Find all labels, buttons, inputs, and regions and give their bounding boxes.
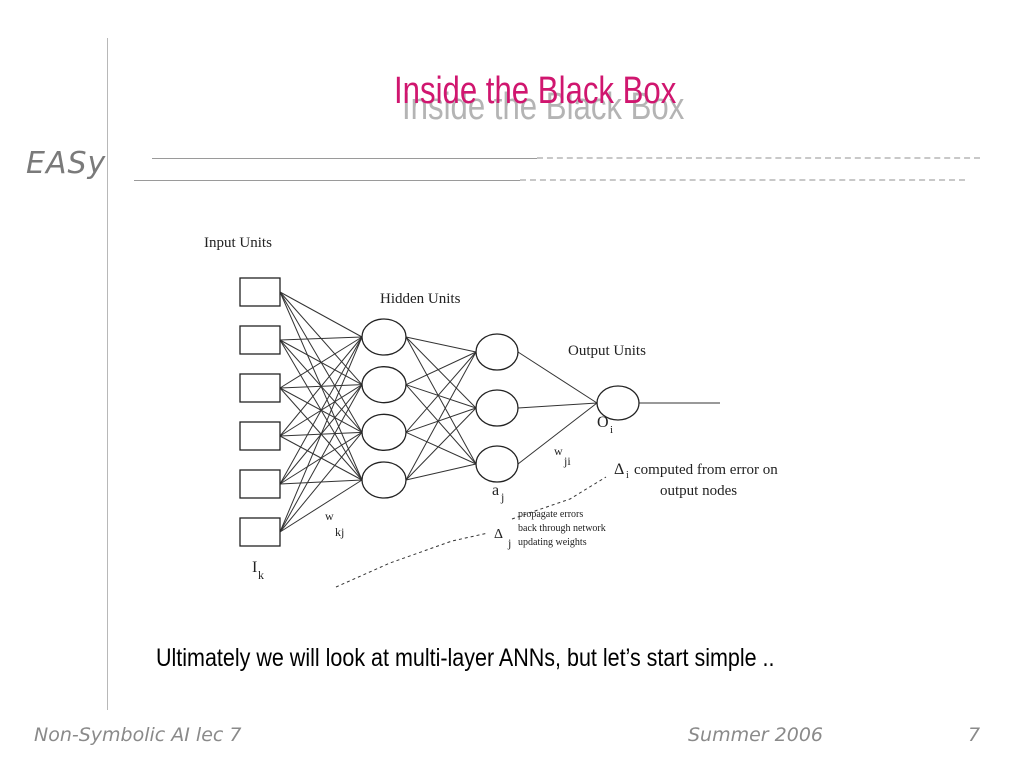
output-units-label: Output Units — [568, 343, 646, 359]
backprop-arrow-lower — [335, 532, 489, 588]
hidden-hidden-connection — [405, 407, 477, 433]
connection-lines — [279, 291, 720, 533]
input-unit — [239, 421, 281, 451]
weight-ji-symbol: w — [554, 444, 563, 458]
hidden-symbol-subscript: j — [500, 490, 504, 504]
footer-course: Non-Symbolic AI lec 7 — [34, 724, 242, 746]
hidden-output-connection — [517, 402, 598, 465]
input-hidden-connection — [279, 336, 363, 533]
hidden-hidden-connection — [405, 336, 477, 409]
hidden-output-connection — [517, 402, 598, 409]
output-symbol: O — [597, 414, 609, 431]
hidden-hidden-connection — [405, 463, 477, 481]
propagate-note-line-2: back through network — [518, 523, 606, 534]
brand-logo: EASy — [26, 146, 107, 181]
hidden-hidden-connection — [405, 336, 477, 353]
header-dash-bottom — [520, 179, 965, 181]
hidden-output-connection — [517, 351, 598, 404]
weight-kj-symbol: w — [325, 509, 334, 523]
hidden-unit-layer-1 — [361, 366, 407, 404]
input-unit — [239, 469, 281, 499]
left-vertical-rule — [107, 38, 108, 710]
output-unit — [596, 385, 640, 421]
input-units-label: Input Units — [204, 235, 272, 251]
input-unit — [239, 517, 281, 547]
input-hidden-connection — [279, 432, 363, 533]
hidden-unit-layer-1 — [361, 318, 407, 356]
hidden-hidden-connection — [405, 384, 477, 409]
input-hidden-connection — [279, 336, 363, 485]
input-unit — [239, 325, 281, 355]
hidden-unit-layer-1 — [361, 461, 407, 499]
propagate-note-line-3: updating weights — [518, 537, 587, 548]
output-symbol-subscript: i — [610, 424, 613, 436]
delta-j-subscript: j — [507, 536, 511, 550]
input-hidden-connection — [279, 336, 363, 437]
delta-i-note-line-2: output nodes — [660, 483, 737, 499]
hidden-units-label: Hidden Units — [380, 291, 461, 307]
header-rule-top — [152, 158, 537, 159]
hidden-unit-layer-2 — [475, 389, 519, 427]
hidden-hidden-connection — [405, 431, 477, 465]
hidden-unit-layer-2 — [475, 445, 519, 483]
footer-page-number: 7 — [968, 724, 981, 746]
slide-caption: Ultimately we will look at multi-layer A… — [156, 644, 775, 672]
input-unit — [239, 373, 281, 403]
footer-term: Summer 2006 — [688, 724, 824, 746]
slide-title-shadow: Inside the Black Box — [402, 86, 685, 128]
hidden-hidden-connection — [405, 407, 477, 481]
input-hidden-connection — [279, 336, 363, 341]
header-dash-top — [537, 157, 980, 159]
hidden-unit-layer-2 — [475, 333, 519, 371]
hidden-hidden-connection — [405, 351, 477, 433]
input-hidden-connection — [279, 384, 363, 533]
delta-i-subscript: i — [626, 470, 629, 481]
hidden-hidden-connection — [405, 351, 477, 386]
propagate-note-line-1: propagate errors — [518, 509, 583, 520]
input-hidden-connection — [279, 291, 363, 338]
backprop-arrow-upper — [511, 476, 607, 520]
delta-i-symbol: Δ — [614, 461, 624, 478]
hidden-hidden-connection — [405, 351, 477, 481]
neural-network-diagram: Input Units Hidden Units Output Units I … — [204, 235, 778, 588]
hidden-symbol: a — [492, 482, 499, 499]
hidden-hidden-connection — [405, 336, 477, 465]
network-nodes — [239, 277, 640, 547]
delta-j-symbol: Δ — [494, 527, 503, 542]
input-hidden-connection — [279, 479, 363, 533]
delta-i-note-line-1: computed from error on — [634, 462, 778, 478]
input-unit — [239, 277, 281, 307]
hidden-unit-layer-1 — [361, 413, 407, 451]
weight-ji-subscript: ji — [563, 454, 571, 468]
input-symbol: I — [252, 559, 257, 576]
weight-kj-subscript: kj — [335, 525, 344, 539]
header-rule-bottom — [134, 180, 520, 181]
slide-title: Inside the Black Box — [394, 70, 677, 112]
input-hidden-connection — [279, 336, 363, 389]
input-symbol-subscript: k — [258, 568, 264, 582]
hidden-hidden-connection — [405, 384, 477, 465]
